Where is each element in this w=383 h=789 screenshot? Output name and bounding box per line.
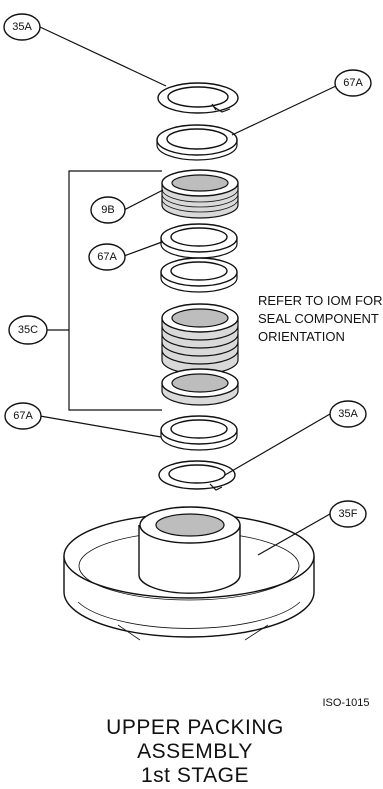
washer-67a-bottom bbox=[160, 415, 238, 451]
orientation-note: REFER TO IOM FOR SEAL COMPONENT ORIENTAT… bbox=[258, 293, 382, 344]
retaining-ring-35a-bottom bbox=[158, 460, 236, 491]
balloon-label: 35A bbox=[338, 408, 358, 420]
balloon-label: 67A bbox=[13, 410, 33, 422]
adapter-ring bbox=[161, 368, 239, 406]
retaining-ring-35a-top bbox=[157, 82, 239, 114]
title-line-3: 1st STAGE bbox=[141, 764, 249, 787]
leader-lines bbox=[39, 26, 337, 556]
washer-67a-middle bbox=[160, 223, 238, 259]
balloon-label: 35C bbox=[18, 324, 38, 336]
balloon-label: 35A bbox=[12, 21, 32, 33]
drawing-title: UPPER PACKING ASSEMBLY 1st STAGE bbox=[106, 716, 284, 787]
balloon-label: 67A bbox=[97, 251, 117, 263]
balloon-label: 9B bbox=[101, 204, 114, 216]
drawing-number: ISO-1015 bbox=[322, 697, 369, 709]
balloon-35a-top: 35A bbox=[3, 13, 41, 41]
balloon-35a-bottom: 35A bbox=[329, 400, 367, 428]
balloon-35f: 35F bbox=[329, 500, 367, 528]
note-line-1: REFER TO IOM FOR bbox=[258, 293, 382, 308]
balloon-35c: 35C bbox=[8, 315, 48, 345]
balloon-label: 67A bbox=[343, 77, 363, 89]
balloon-67a-middle: 67A bbox=[88, 243, 126, 271]
base-plate-35f bbox=[63, 506, 315, 641]
group-bracket-35c bbox=[68, 170, 162, 411]
note-line-3: ORIENTATION bbox=[258, 329, 345, 344]
washer-plain bbox=[160, 257, 238, 293]
balloon-67a-bottom: 67A bbox=[4, 402, 42, 430]
washer-67a-top bbox=[156, 124, 238, 161]
balloon-label: 35F bbox=[339, 508, 358, 520]
balloon-9b: 9B bbox=[90, 196, 126, 224]
title-line-1: UPPER PACKING bbox=[106, 716, 284, 739]
ring-stack-9b bbox=[161, 169, 239, 219]
note-line-2: SEAL COMPONENT bbox=[258, 311, 379, 326]
seal-ring-stack bbox=[161, 303, 239, 375]
balloon-67a-top: 67A bbox=[334, 69, 372, 97]
title-line-2: ASSEMBLY bbox=[137, 740, 253, 763]
